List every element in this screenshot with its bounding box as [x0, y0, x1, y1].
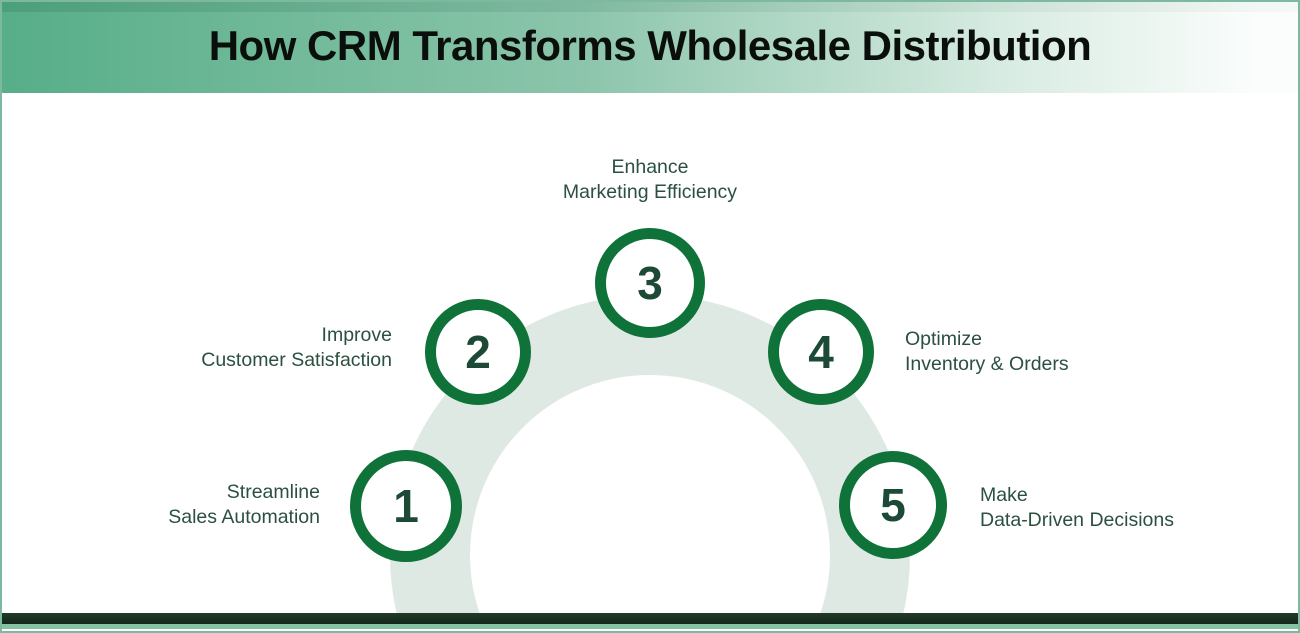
step-circle-3: 3: [595, 228, 705, 338]
step-number-5: 5: [880, 479, 906, 531]
step-label-2-line1: Improve: [321, 324, 392, 346]
step-label-2-line2: Customer Satisfaction: [201, 349, 392, 371]
step-label-3: Enhance Marketing Efficiency: [450, 155, 850, 205]
step-label-4-line1: Optimize: [905, 328, 982, 350]
diagram-area: 1 2 3 4 5 Streamline Sales Automation Im…: [2, 93, 1298, 613]
step-label-5-line1: Make: [980, 484, 1028, 506]
page-title: How CRM Transforms Wholesale Distributio…: [208, 21, 1092, 69]
step-circle-4: 4: [768, 299, 874, 405]
step-label-5: Make Data-Driven Decisions: [980, 483, 1174, 533]
step-circle-5: 5: [839, 451, 947, 559]
step-label-3-line2: Marketing Efficiency: [562, 181, 738, 203]
step-label-1-line1: Streamline: [226, 481, 320, 503]
step-circle-2: 2: [425, 299, 531, 405]
step-label-5-line2: Data-Driven Decisions: [980, 509, 1174, 531]
step-label-2: Improve Customer Satisfaction: [201, 323, 392, 373]
step-label-4: Optimize Inventory & Orders: [905, 327, 1069, 377]
step-label-4-line2: Inventory & Orders: [905, 353, 1069, 375]
step-circle-1: 1: [350, 450, 462, 562]
step-number-1: 1: [393, 480, 419, 532]
step-number-2: 2: [465, 326, 491, 378]
header-banner: How CRM Transforms Wholesale Distributio…: [2, 2, 1298, 93]
footer-bar: [2, 613, 1298, 624]
bottom-accent-strip: [2, 624, 1298, 629]
step-number-3: 3: [637, 257, 663, 309]
step-number-4: 4: [808, 326, 834, 378]
step-label-1-line2: Sales Automation: [168, 506, 320, 528]
step-label-1: Streamline Sales Automation: [168, 480, 320, 530]
step-label-3-line1: Enhance: [611, 156, 689, 178]
